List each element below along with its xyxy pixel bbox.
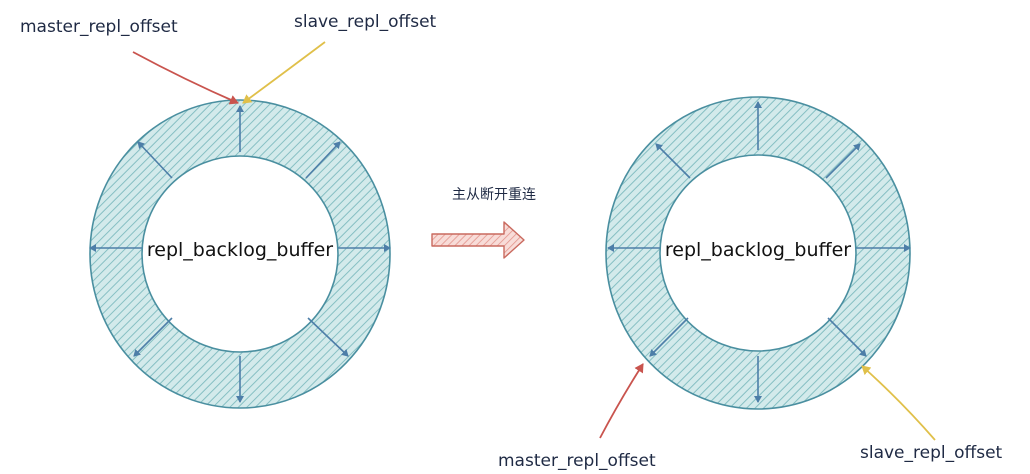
left-spokes (89, 105, 391, 403)
left-ring-buffer (89, 99, 391, 409)
left-slave-pointer-arrow (242, 41, 326, 104)
left-pointers: master_repl_offset slave_repl_offset (20, 12, 437, 105)
right-spoke-nw (655, 143, 691, 179)
right-spoke-ne (825, 143, 861, 179)
right-spoke-sw (649, 317, 689, 357)
right-ring-group: repl_backlog_buffer (605, 96, 911, 410)
right-master-label: master_repl_offset (498, 451, 656, 471)
left-master-pointer-arrow (132, 51, 239, 105)
left-spoke-nw (137, 141, 173, 179)
transition-arrow (431, 221, 525, 259)
right-slave-label: slave_repl_offset (860, 443, 1003, 463)
left-spoke-se (307, 317, 349, 357)
right-pointers: master_repl_offset slave_repl_offset (498, 363, 1003, 471)
transition: 主从断开重连 (431, 187, 536, 259)
left-spoke-ne (305, 141, 341, 179)
right-buffer-label: repl_backlog_buffer (665, 239, 851, 261)
transition-label: 主从断开重连 (452, 187, 536, 203)
right-slave-pointer-arrow (861, 365, 936, 441)
right-spokes (607, 101, 911, 403)
right-master-pointer-arrow (599, 363, 644, 439)
right-spoke-se (827, 317, 867, 357)
right-ring-buffer (605, 96, 911, 410)
left-buffer-label: repl_backlog_buffer (147, 239, 333, 261)
left-slave-label: slave_repl_offset (294, 12, 437, 32)
left-master-label: master_repl_offset (20, 17, 178, 37)
left-ring-group: repl_backlog_buffer (89, 99, 391, 409)
left-spoke-sw (133, 317, 173, 357)
